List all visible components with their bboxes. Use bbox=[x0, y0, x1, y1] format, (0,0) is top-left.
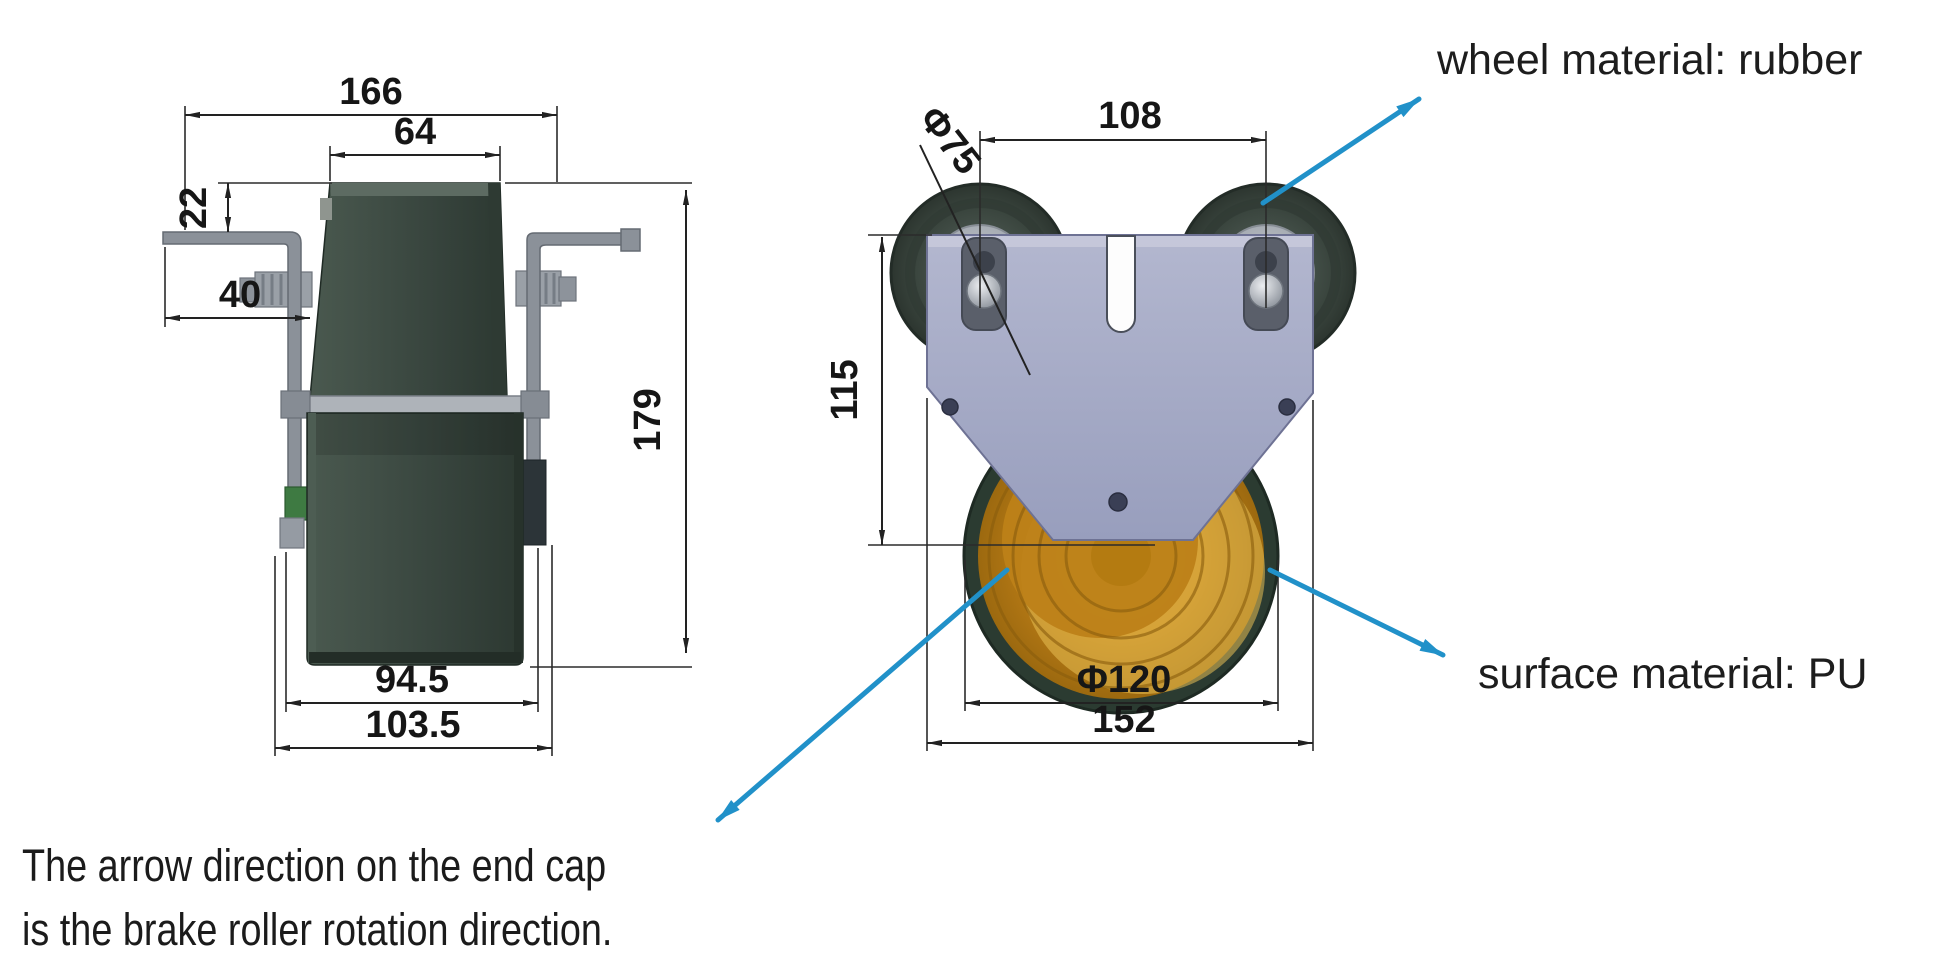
dim-side-overall-height: 179 bbox=[627, 388, 669, 451]
side-cross-bar bbox=[287, 395, 548, 414]
front-dimension-lines bbox=[878, 136, 1313, 747]
side-dark-tab-right bbox=[522, 459, 547, 546]
side-extension-lines bbox=[164, 106, 692, 756]
arrow-to-endcap-note bbox=[715, 567, 1010, 823]
rotation-note-line2: is the brake roller rotation direction. bbox=[22, 904, 613, 955]
dim-front-overall-width: 152 bbox=[1092, 699, 1155, 741]
dim-side-arm-length: 40 bbox=[219, 274, 261, 316]
dim-side-roller-width: 64 bbox=[394, 111, 436, 153]
dim-front-wheel-center-distance: 108 bbox=[1098, 95, 1161, 137]
annotation-wheel-material: wheel material: rubber bbox=[1437, 36, 1863, 84]
rotation-note-line1: The arrow direction on the end cap bbox=[22, 840, 607, 891]
plate-slot bbox=[1106, 235, 1136, 333]
side-axle-stub-left bbox=[239, 271, 313, 308]
dia75-leader-line bbox=[919, 144, 1031, 376]
side-cross-bar-clamp-right bbox=[520, 390, 550, 419]
dim-side-roller-body-width: 94.5 bbox=[375, 659, 449, 701]
side-arm-end-cap bbox=[620, 228, 641, 252]
side-lower-roller bbox=[306, 412, 524, 666]
bearing-left bbox=[961, 237, 1007, 331]
callout-arrows bbox=[715, 96, 1446, 823]
dim-front-big-wheel-diameter: Φ120 bbox=[1077, 659, 1172, 701]
dim-side-flange-offset: 22 bbox=[173, 187, 215, 229]
front-centerlines bbox=[979, 131, 1267, 308]
side-rod-foot-left bbox=[279, 517, 305, 549]
dim-side-bracket-outer-width: 103.5 bbox=[365, 704, 460, 746]
side-upper-roller bbox=[309, 182, 508, 399]
arrow-to-rubber-label bbox=[1260, 96, 1422, 206]
side-view: 166 64 22 40 179 94.5 103.5 bbox=[162, 71, 692, 756]
side-cross-bar-clamp-left bbox=[280, 390, 311, 419]
side-dimension-lines bbox=[165, 111, 690, 752]
annotation-rotation-note: The arrow direction on the end cap is th… bbox=[22, 834, 612, 962]
dim-front-small-wheel-diameter: Φ75 bbox=[910, 99, 988, 183]
side-upper-roller-side-face bbox=[488, 183, 507, 398]
arrow-to-pu-label bbox=[1267, 567, 1446, 658]
side-roller-tab bbox=[320, 198, 332, 220]
dim-side-overall-width: 166 bbox=[339, 71, 402, 113]
side-upper-roller-top-face bbox=[330, 183, 500, 196]
annotation-surface-material: surface material: PU bbox=[1478, 650, 1868, 698]
side-axle-stub-right bbox=[515, 270, 577, 307]
front-extension-lines bbox=[868, 234, 1314, 751]
side-green-clip bbox=[284, 486, 310, 521]
plate-rivets bbox=[941, 398, 1296, 512]
dim-front-plate-height: 115 bbox=[824, 359, 866, 420]
